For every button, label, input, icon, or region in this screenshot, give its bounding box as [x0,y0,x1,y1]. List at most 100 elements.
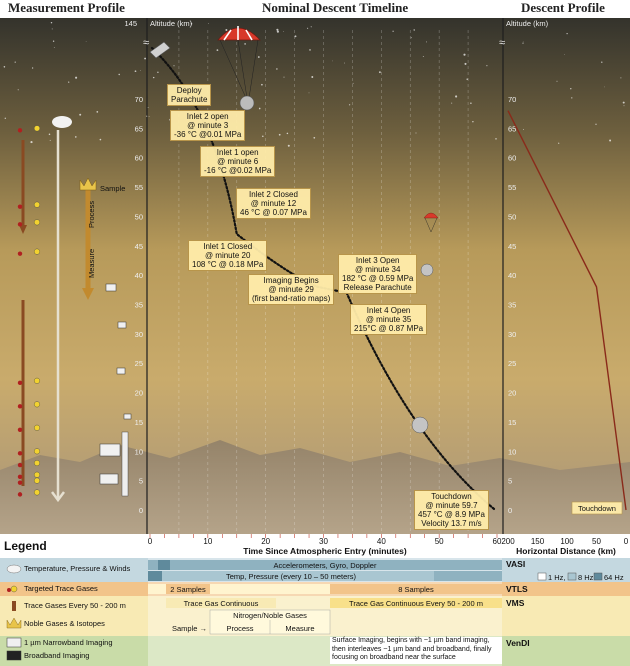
descent-profile-line [507,110,627,511]
altitude-tick-right: 0 [508,506,512,515]
star [522,129,524,131]
star [566,32,568,35]
star [470,102,472,104]
red-dot [17,404,23,409]
star [49,139,51,141]
band-accelerometers: Accelerometers, Gyro, Doppler [273,561,377,570]
time-tick-label: 50 [435,537,444,546]
star [571,97,573,99]
altitude-tick-left: 30 [135,330,143,339]
star [74,136,77,138]
entry-capsule-icon [149,41,171,59]
distance-axis-label: Horizontal Distance (km) [516,546,616,556]
red-dot [17,222,23,227]
band-trace-continuous: Trace Gas Continuous [183,599,259,608]
yellow-dot [34,219,41,226]
star [307,27,309,29]
star [332,60,333,62]
altitude-tick-right: 60 [508,154,516,163]
time-tick-label: 40 [377,537,386,546]
altitude-tick-left: 65 [135,124,143,133]
altitude-tick-right: 10 [508,447,516,456]
star [309,49,311,51]
band-temp-pressure: Temp, Pressure (every 10 – 50 meters) [225,572,357,581]
legend-item-targeted-trace: Targeted Trace Gases [24,584,98,593]
star [50,21,53,24]
legend-item-trace-gases: Trace Gases Every 50 - 200 m [24,601,126,610]
band-measure: Measure [285,624,315,633]
small-parachute-icon [423,212,439,233]
yellow-dot [34,377,41,384]
altitude-tick-left: 45 [135,242,143,251]
altitude-tick-left: 20 [135,389,143,398]
altitude-tick-left: 40 [135,271,143,280]
star [392,30,394,32]
legend-red-dot-icon [7,588,11,592]
altitude-tick-right: 15 [508,418,516,427]
descent-profile-header: Descent Profile [521,0,605,15]
star [283,31,285,33]
star [276,68,278,70]
band-process: Process [226,624,254,633]
time-tick-label: 10 [203,537,212,546]
altitude-tick-left: 50 [135,212,143,221]
star [287,144,290,147]
legend-item-broadband: Broadband Imaging [24,651,90,660]
star [378,71,381,74]
star [495,138,497,140]
altitude-tick-left: 5 [139,477,143,486]
yellow-dot [34,125,41,132]
yellow-dot [34,424,41,431]
distance-tick-label: 0 [624,537,629,546]
altitude-tick-right: 40 [508,271,516,280]
yellow-dot [34,401,41,408]
legend-item-narrowband: 1 µm Narrowband Imaging [24,638,113,647]
instrument-vendi: VenDI [506,638,530,648]
star [522,41,524,43]
star [604,86,605,88]
nominal-descent-header: Nominal Descent Timeline [262,0,409,15]
star [278,133,281,136]
legend-crown-icon [6,617,22,629]
red-dot [17,474,23,479]
star [344,62,346,64]
altitude-tick-right: 50 [508,212,516,221]
altitude-tick-right: 65 [508,124,516,133]
star [472,121,474,123]
star [558,142,560,144]
star [466,78,468,81]
star [426,41,427,43]
star [308,92,310,94]
star [118,73,120,76]
measurement-profile-header: Measurement Profile [8,0,125,15]
axis-break-right: ≈ [499,37,505,49]
star [225,29,228,31]
red-dot [17,204,23,209]
star [48,133,51,136]
legend-cloud-icon [6,564,22,574]
star [463,53,466,56]
event-inlet2-closed: Inlet 2 Closed @ minute 12 46 °C @ 0.07 … [236,188,311,219]
altitude-tick-left: 0 [139,506,143,515]
time-tick-label: 30 [319,537,328,546]
altitude-tick-left: 60 [135,154,143,163]
star [486,65,488,67]
star [144,57,147,60]
altitude-tick-right: 5 [508,477,512,486]
altitude-tick-left: 25 [135,359,143,368]
altitude-tick-right: 20 [508,389,516,398]
star [85,41,87,42]
star [258,107,261,110]
star [257,56,260,58]
red-dot [17,380,23,386]
star [173,65,175,67]
instrument-vtls: VTLS [506,584,528,594]
yellow-dot [34,477,41,484]
star [99,138,102,141]
event-imaging-begins: Imaging Begins @ minute 29 (first band-r… [248,274,335,305]
star [3,66,6,68]
red-dot [17,128,23,133]
star [522,42,524,44]
